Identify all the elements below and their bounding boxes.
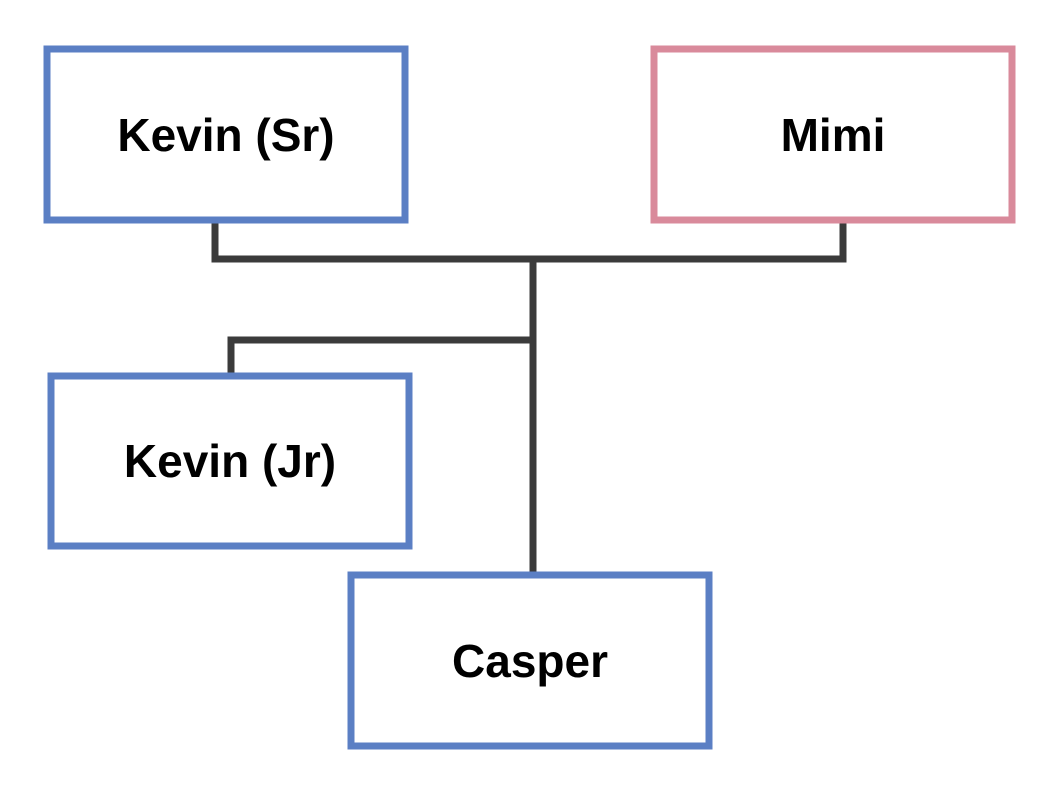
person-node-casper[interactable]: Casper — [347, 571, 713, 750]
person-name-kevin-jr: Kevin (Jr) — [124, 435, 336, 487]
person-box-kevin-sr — [43, 45, 409, 224]
person-box-casper — [347, 571, 713, 750]
connector-lines — [211, 220, 847, 575]
person-box-mimi — [650, 45, 1016, 224]
person-name-casper: Casper — [452, 635, 608, 687]
person-node-kevin-jr[interactable]: Kevin (Jr) — [47, 372, 413, 550]
connector-mimi-drop — [537, 220, 847, 263]
person-name-kevin-sr: Kevin (Sr) — [117, 109, 334, 161]
person-node-kevin-sr[interactable]: Kevin (Sr) — [43, 45, 409, 224]
person-node-mimi[interactable]: Mimi — [650, 45, 1016, 224]
person-name-mimi: Mimi — [781, 109, 886, 161]
person-box-kevin-jr — [47, 372, 413, 550]
connector-kevin-sr-drop — [211, 220, 537, 263]
connector-kevin-jr-branch — [227, 336, 533, 376]
